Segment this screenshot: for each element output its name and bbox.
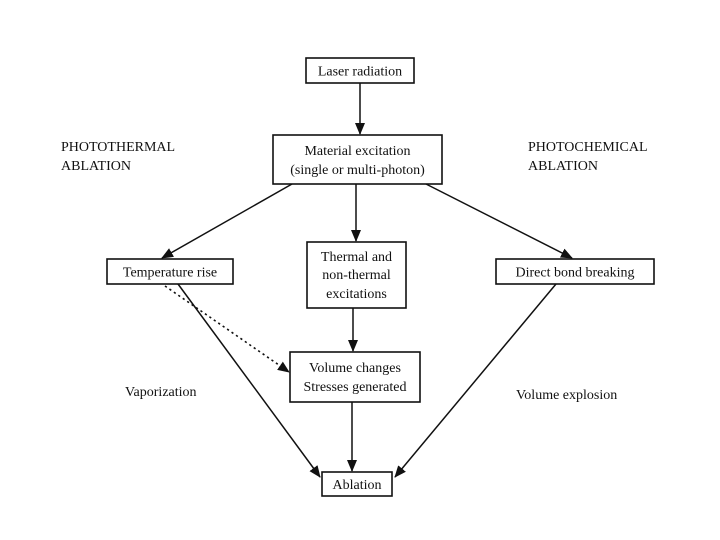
arrow-bond-to-ablation xyxy=(394,283,557,478)
label-photochemical-line1: PHOTOCHEMICAL xyxy=(528,140,648,155)
arrow-temperature-to-volume xyxy=(164,285,290,373)
node-thermal-excitations-line2: non-thermal xyxy=(322,268,391,283)
node-thermal-excitations-line1: Thermal and xyxy=(321,250,392,265)
node-material-excitation-line2: (single or multi-photon) xyxy=(290,163,425,178)
node-material-excitation-line1: Material excitation xyxy=(304,144,410,159)
node-temperature-rise: Temperature rise xyxy=(106,258,234,285)
node-direct-bond-breaking: Direct bond breaking xyxy=(495,258,655,285)
node-volume-changes-line1: Volume changes xyxy=(309,361,401,376)
node-thermal-excitations-line3: excitations xyxy=(326,287,387,302)
node-volume-changes-line2: Stresses generated xyxy=(303,380,406,395)
node-volume-changes: Volume changes Stresses generated xyxy=(289,351,421,403)
node-direct-bond-breaking-text: Direct bond breaking xyxy=(516,266,635,281)
node-ablation-text: Ablation xyxy=(333,478,382,493)
node-thermal-excitations: Thermal and non-thermal excitations xyxy=(306,241,407,309)
edges-layer xyxy=(161,83,573,478)
arrow-temperature-to-ablation xyxy=(177,283,321,478)
label-photothermal-line2: ABLATION xyxy=(61,159,131,174)
node-ablation: Ablation xyxy=(321,471,393,497)
node-temperature-rise-text: Temperature rise xyxy=(123,266,217,281)
node-laser-radiation: Laser radiation xyxy=(305,57,415,84)
label-photothermal-line1: PHOTOTHERMAL xyxy=(61,140,175,155)
label-vaporization: Vaporization xyxy=(125,385,197,400)
arrow-excitation-to-temperature xyxy=(161,183,293,259)
label-volume-explosion: Volume explosion xyxy=(516,388,617,403)
label-photochemical-line2: ABLATION xyxy=(528,159,598,174)
node-material-excitation: Material excitation (single or multi-pho… xyxy=(272,134,443,185)
arrow-excitation-to-bond xyxy=(425,183,573,259)
node-laser-radiation-text: Laser radiation xyxy=(318,65,402,80)
